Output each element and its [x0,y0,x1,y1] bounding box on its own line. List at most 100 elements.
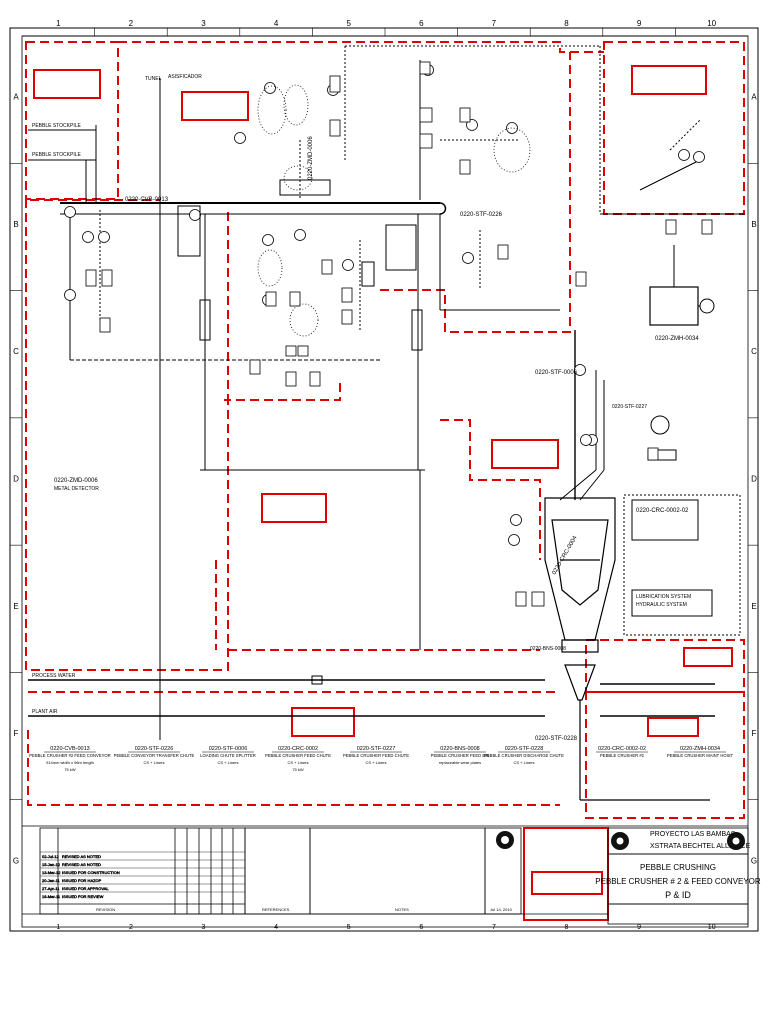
column-number-bottom: 1 [56,924,60,931]
row-letter: A [751,93,757,102]
equipment-tag: 0220-STF-0006 [209,746,248,752]
revision-description: REVISED AS NOTED [62,854,101,859]
instrument-bubble [82,231,94,243]
tunnel-dest-label: ASISFICADOR [168,74,202,80]
equipment-detail: CS + Liners [513,760,534,765]
column-number-bottom: 10 [708,924,716,931]
instrument-tag-box [289,291,301,307]
process-water-label: PROCESS WATER [32,673,76,679]
instrument-bubble [264,82,276,94]
equipment-tag: 0220-CVB-0013 [50,746,89,752]
column-number-bottom: 7 [492,924,496,931]
equipment-name: PEBBLE CRUSHER #2 [600,753,645,758]
drawing-title-3: P & ID [665,890,691,900]
red-highlight-boxes [33,65,733,921]
column-number: 4 [274,19,279,28]
instrument-tag-box [85,269,97,287]
column-number: 1 [56,19,61,28]
column-number: 7 [492,19,497,28]
revision-clouds [257,84,531,337]
plant-air-label: PLANT AIR [32,709,58,715]
instrument-bubble [574,364,586,376]
row-letter: C [751,347,757,356]
equipment-tag: 0220-ZMH-0034 [680,746,720,752]
instrument-bubble [64,206,76,218]
row-letter: F [14,729,19,738]
instrument-bubble [64,289,76,301]
row-letter: E [751,602,756,611]
tag-bns-0008: 0220-BNS-0008 [530,646,566,652]
instrument-tag-box [459,107,471,123]
title-block [22,825,749,925]
chute-symbols [177,179,423,685]
hoist-motor-symbol [699,298,715,314]
instrument-tag-box [665,219,677,235]
equipment-name: PEBBLE CRUSHER FEED BIN [431,753,490,758]
revision-date: 27-Apr-11 [42,886,60,891]
instrument-tag-box [321,259,333,275]
instrument-tag-box [329,119,341,137]
sheet-inner-border [21,35,749,928]
instrument-tag-box [99,317,111,333]
column-number: 9 [637,19,642,28]
instrument-tag-box [265,291,277,307]
column-number-bottom: 2 [129,924,133,931]
equipment-name: PEBBLE CONVEYOR TRANSFER CHUTE [114,753,195,758]
column-number: 10 [707,19,716,28]
tag-stf-0227: 0220-STF-0227 [612,404,647,410]
revision-description: ISSUED FOR REVIEW [62,894,104,899]
revision-description: ISSUED FOR CONSTRUCTION [62,870,120,875]
revision-description: ISSUED FOR HAZOP [62,878,102,883]
column-number: 2 [129,19,134,28]
rev-header: REVISION [96,907,115,912]
crusher-detail-box [623,494,741,636]
column-number: 6 [419,19,424,28]
instrument-tag-box [101,269,113,287]
instrument-tag-box [341,309,353,325]
row-letter: B [13,220,18,229]
tag-zmh-0034: 0220-ZMH-0034 [655,336,699,342]
instrument-bubble [678,149,690,161]
instrument-tag-box [497,244,509,260]
revision-date: 15-Jan-12 [42,862,61,867]
column-number: 5 [346,19,351,28]
row-letter: D [751,475,757,484]
revision-date: 02-Jul-12 [42,854,59,859]
equipment-tag: 0220-CRC-0002 [278,746,318,752]
column-number-bottom: 5 [347,924,351,931]
row-letter: G [751,856,757,865]
hoist-box [649,286,699,326]
drawing-title-2: PEBBLE CRUSHER # 2 & FEED CONVEYOR [595,877,761,886]
hydraulic-system-label: HYDRAULIC SYSTEM [636,602,687,608]
drawing-date: Jul 14, 2010 [490,907,513,912]
instrument-bubble [189,209,201,221]
tag-zmd-0006: 0220-ZMD-0006 [54,478,98,484]
instrument-tag-box [419,107,433,123]
column-number: 8 [564,19,569,28]
instrument-tag-box [531,591,545,607]
instrument-bubble [98,231,110,243]
column-number-bottom: 8 [565,924,569,931]
pebble-crusher-symbol [544,497,710,801]
instrument-bubble [462,252,474,264]
instrument-bubble [342,259,354,271]
notes-header: NOTES [395,907,409,912]
stockpile-line-1: PEBBLE STOCKPILE [32,123,81,129]
instrument-bubble [262,234,274,246]
title-block-text: PROYECTO LAS BAMBAS XSTRATA BECHTEL ALLI… [96,831,761,912]
instrument-tag-box [701,219,713,235]
instrument-tag-box [285,371,297,387]
instrument-bubble [234,132,246,144]
instrument-tag-box [647,447,659,461]
instrument-tag-box [419,133,433,149]
equipment-name: PEBBLE CRUSHER DISCHARGE CHUTE [484,753,564,758]
equipment-detail: CS + Liners [287,760,308,765]
metal-detector-label: METAL DETECTOR [54,486,99,492]
